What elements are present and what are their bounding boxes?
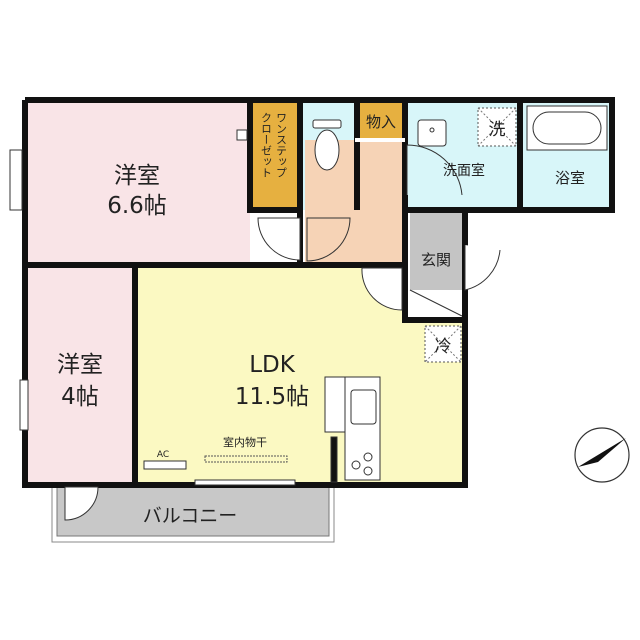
washbasin-icon (417, 119, 447, 147)
stove-icon (351, 460, 361, 470)
fridge-label: 冷 (435, 337, 452, 357)
fridge-icon: 冷 (424, 325, 462, 363)
entrance (410, 213, 462, 290)
ldk-name: LDK (249, 352, 296, 378)
entrance-label: 玄関 (421, 251, 451, 269)
kitchen-counter (324, 376, 381, 483)
doors (9, 129, 501, 521)
closet (248, 100, 300, 210)
toilet-icon (312, 119, 342, 171)
indoor-drying-label: 室内物干 (223, 435, 267, 449)
closet-label-1: ワンステップ (275, 112, 288, 178)
north-arrow-icon (574, 427, 630, 483)
bathroom-label: 浴室 (555, 169, 585, 187)
washer-icon: 洗 (477, 107, 517, 147)
storage (355, 100, 405, 140)
western-room-1-name: 洋室 (114, 163, 160, 189)
ldk-room (135, 265, 465, 485)
washroom-label: 洗面室 (443, 162, 485, 179)
sink-icon (350, 389, 377, 425)
closet-label-2: クローゼット (260, 112, 273, 178)
bathtub-icon (526, 105, 608, 151)
western-room-1 (25, 100, 250, 265)
western-room-2-size: 4帖 (61, 384, 99, 410)
ac-icon: AC (143, 450, 187, 470)
indoor-drying-rack: 室内物干 (204, 435, 288, 463)
ldk-size: 11.5帖 (235, 384, 309, 410)
balcony: バルコニー (51, 483, 335, 543)
western-room-2-name: 洋室 (57, 352, 103, 378)
western-room-1-size: 6.6帖 (107, 193, 167, 219)
ac-label: AC (157, 450, 169, 460)
storage-label: 物入 (366, 113, 396, 131)
balcony-label: バルコニー (143, 505, 238, 527)
western-room-2 (25, 265, 135, 485)
washer-label: 洗 (489, 120, 506, 140)
